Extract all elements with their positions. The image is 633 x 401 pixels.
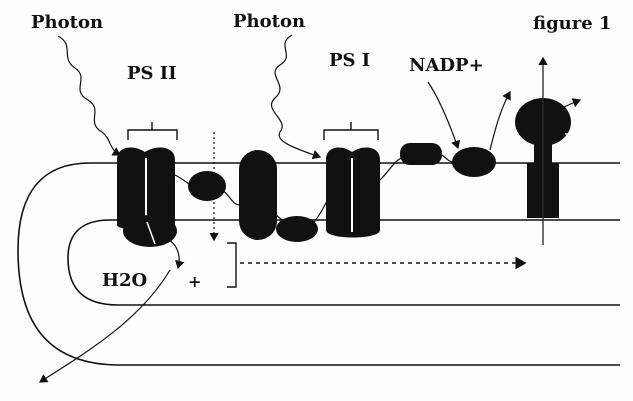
photon-wave-right: [271, 34, 322, 160]
water-label: H2O: [102, 270, 148, 291]
ps2-label: PS II: [127, 63, 177, 84]
outflow-arrow: [38, 269, 171, 383]
electron-flow: [174, 154, 454, 226]
photon-label-left: Photon: [31, 12, 104, 33]
plastoquinone: [188, 171, 226, 201]
cytochrome-complex: [239, 150, 277, 240]
outer-membrane: [17, 162, 620, 366]
plastocyanin: [276, 216, 318, 242]
ps1-bracket: [323, 122, 379, 140]
nadp-reductase: [452, 147, 496, 177]
plus-label: +: [188, 272, 202, 291]
photon-wave-left: [57, 35, 122, 156]
ps1-label: PS I: [329, 50, 371, 71]
lumen-bracket: [227, 242, 237, 288]
figure-label: figure 1: [533, 13, 612, 34]
nadp-label: NADP+: [409, 55, 484, 76]
ps2-bracket: [127, 122, 178, 140]
inner-membrane: [67, 219, 620, 306]
ferredoxin: [400, 143, 442, 165]
photon-label-right: Photon: [233, 11, 306, 32]
